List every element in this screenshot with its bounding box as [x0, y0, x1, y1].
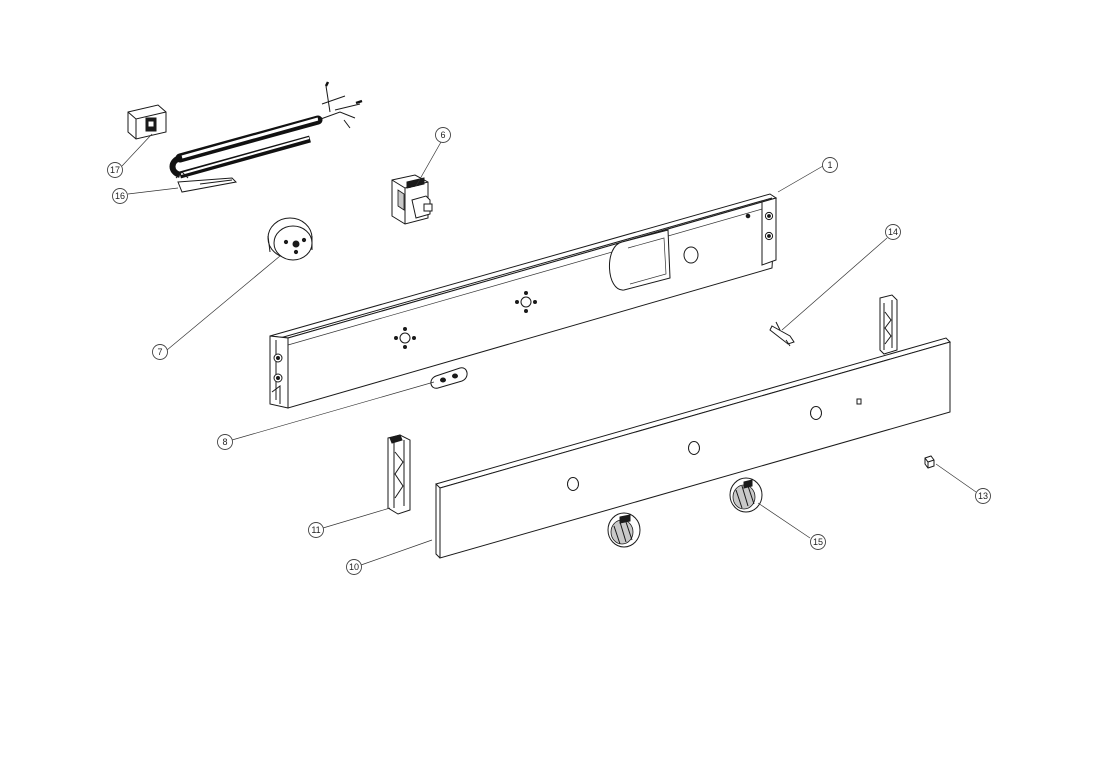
part-1-panel-housing	[269, 193, 778, 409]
callout-10-label: 10	[349, 562, 359, 572]
callout-1-label: 1	[827, 160, 832, 170]
callout-8-label: 8	[222, 437, 227, 447]
callout-10: 10	[346, 559, 362, 575]
part-11-bracket-left	[387, 434, 411, 515]
callout-15-label: 15	[813, 537, 823, 547]
leader-lines	[121, 133, 977, 566]
callout-14-label: 14	[888, 227, 898, 237]
part-13-screw	[924, 455, 935, 469]
callout-7: 7	[152, 344, 168, 360]
part-8-oval-switch	[430, 367, 468, 389]
part-7-dial	[267, 217, 313, 261]
callout-16: 16	[112, 188, 128, 204]
shaft-mount-left	[394, 327, 416, 349]
callout-17: 17	[107, 162, 123, 178]
part-14-clip	[769, 321, 795, 347]
part-16-heating-element	[169, 81, 363, 193]
part-15-knob-left	[607, 512, 641, 548]
part-6-bracket	[391, 174, 433, 225]
callout-15: 15	[810, 534, 826, 550]
callout-8: 8	[217, 434, 233, 450]
part-10-front-fascia	[435, 337, 951, 559]
shaft-mount-middle	[515, 291, 537, 313]
callout-14: 14	[885, 224, 901, 240]
callout-6: 6	[435, 127, 451, 143]
callout-11-label: 11	[311, 525, 320, 535]
callout-17-label: 17	[110, 165, 120, 175]
callout-13-label: 13	[978, 491, 988, 501]
part-17-connector-block	[127, 104, 167, 140]
part-15-knob-right	[729, 477, 763, 513]
callout-6-label: 6	[440, 130, 445, 140]
callout-1: 1	[822, 157, 838, 173]
callout-13: 13	[975, 488, 991, 504]
callout-11: 11	[308, 522, 324, 538]
callout-16-label: 16	[115, 191, 125, 201]
callout-7-label: 7	[157, 347, 162, 357]
part-11-bracket-right	[879, 294, 898, 355]
